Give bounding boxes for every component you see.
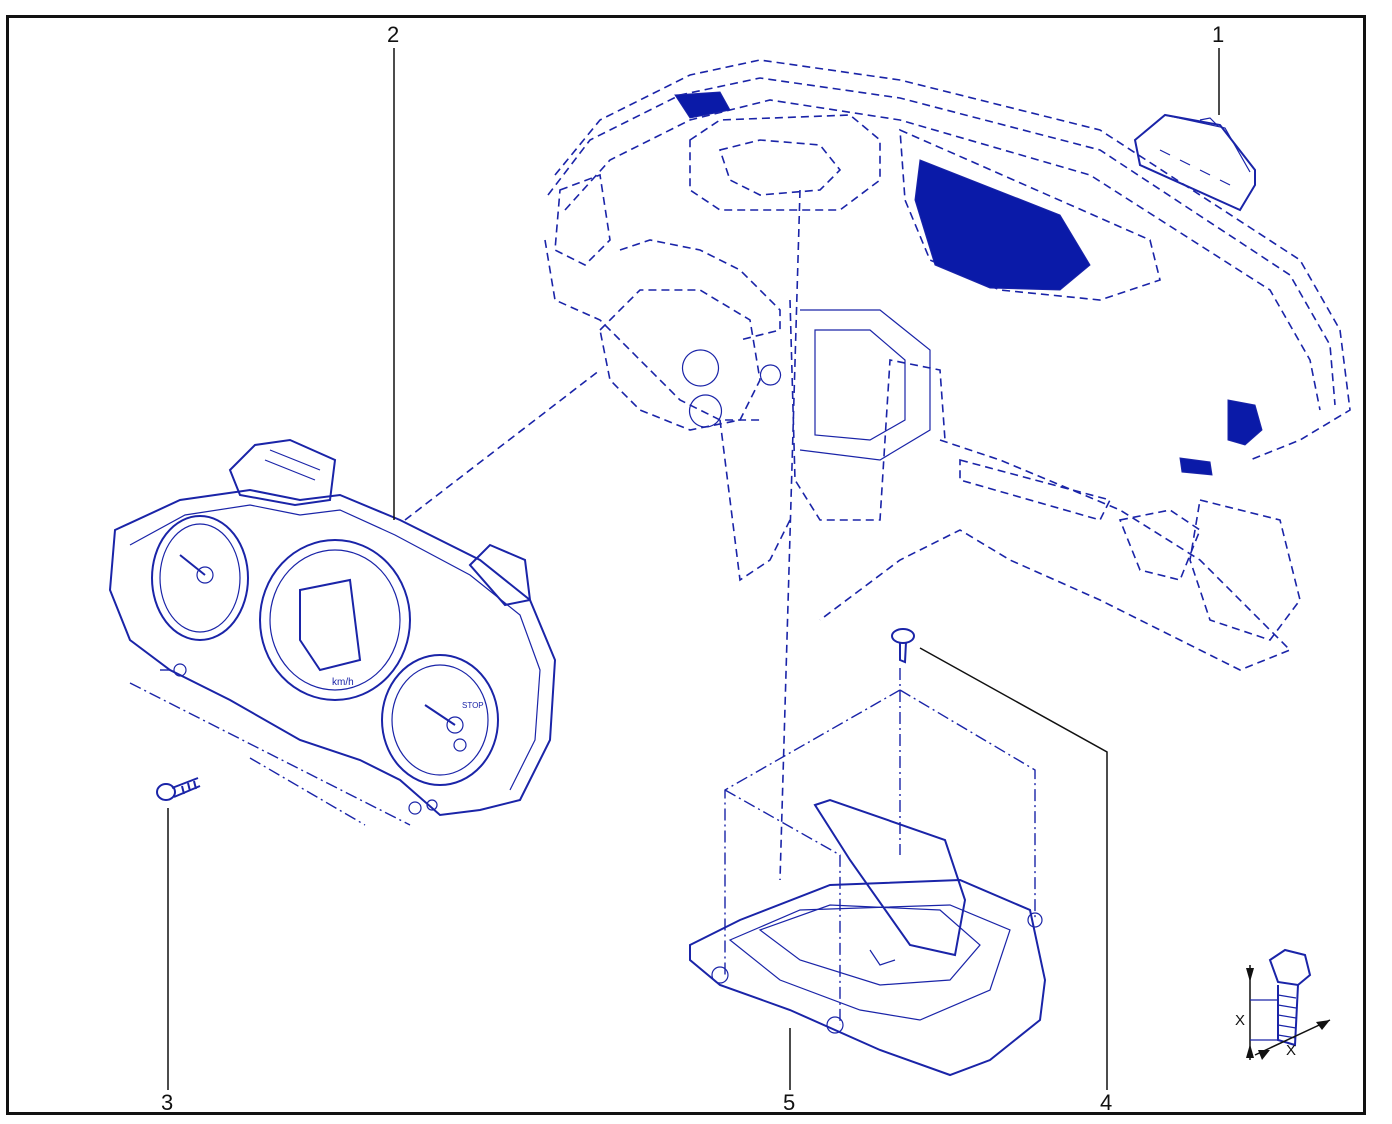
part-2-instrument-cluster: km/h STOP bbox=[108, 438, 557, 817]
cluster-stop-label: STOP bbox=[462, 701, 484, 710]
assembly-guide-lines bbox=[129, 189, 1036, 1025]
symbol-x-vertical: X bbox=[1235, 1012, 1245, 1029]
callout-5: 5 bbox=[783, 1090, 795, 1115]
bolt-length-symbol: X X bbox=[1235, 948, 1331, 1060]
callout-1: 1 bbox=[1212, 22, 1224, 47]
diagram-frame bbox=[6, 15, 1366, 1115]
part-5-console-module bbox=[689, 798, 1047, 1077]
part-1-switch-module bbox=[1133, 113, 1256, 212]
part-4-clip bbox=[891, 628, 915, 664]
callout-2: 2 bbox=[387, 22, 399, 47]
callout-4: 4 bbox=[1100, 1090, 1112, 1115]
leader-lines bbox=[167, 48, 1220, 1090]
dashboard-assembly bbox=[544, 59, 1351, 671]
symbol-x-horizontal: X bbox=[1286, 1042, 1296, 1059]
callout-3: 3 bbox=[161, 1090, 173, 1115]
part-3-screw bbox=[156, 777, 201, 801]
cluster-unit-label: km/h bbox=[332, 677, 354, 688]
